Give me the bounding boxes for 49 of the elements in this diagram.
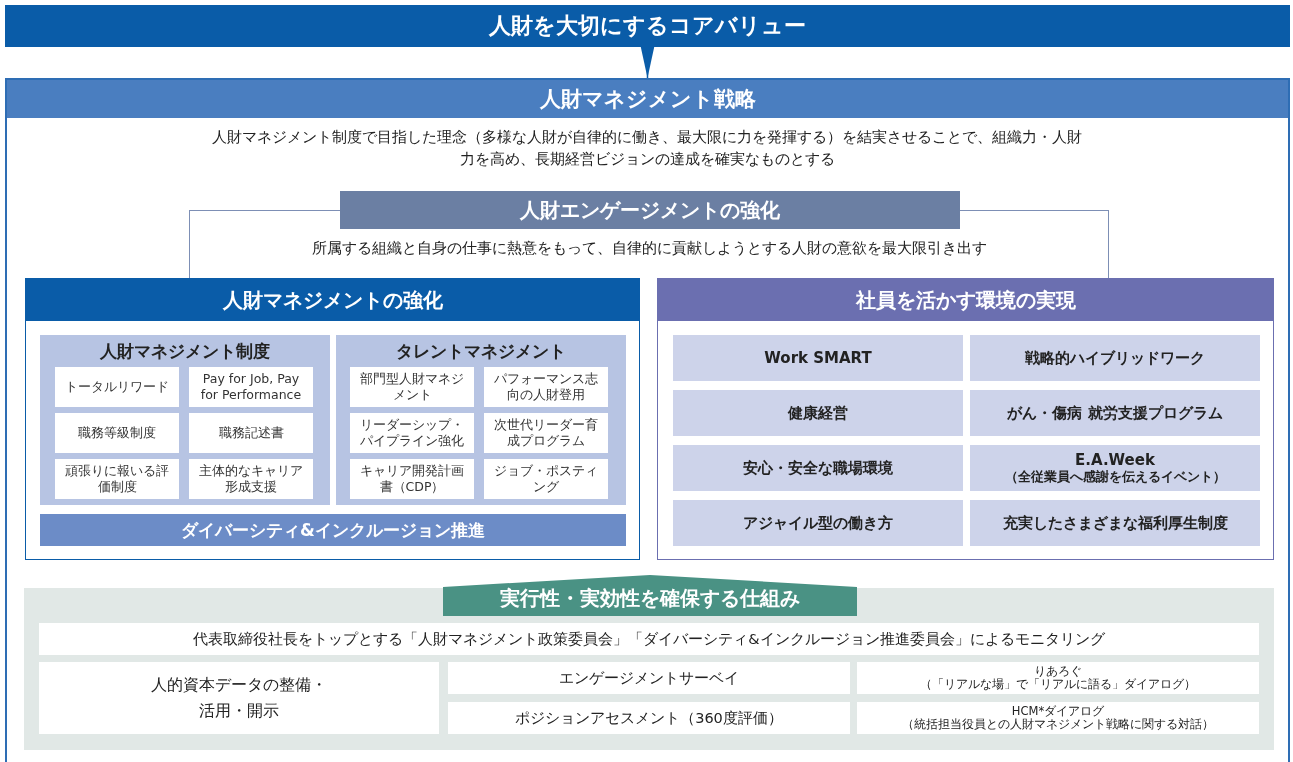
- panel-heading: 社員を活かす環境の実現: [658, 279, 1273, 321]
- item-card: ジョブ・ポスティング: [484, 459, 608, 499]
- card-subtitle: （全従業員へ感謝を伝えるイベント）: [1004, 468, 1226, 486]
- card-title: りあろぐ: [1034, 665, 1082, 678]
- management-panel: [25, 278, 640, 560]
- item-card: 部門型人財マネジメント: [350, 367, 474, 407]
- initiative-card: 安心・安全な職場環境: [673, 445, 963, 491]
- item-card: 頑張りに報いる評価制度: [55, 459, 179, 499]
- item-card: 職務等級制度: [55, 413, 179, 453]
- mechanism-card: エンゲージメントサーベイ: [448, 662, 850, 694]
- mechanism-card: 人的資本データの整備・活用・開示: [39, 662, 439, 734]
- mechanism-panel: [24, 575, 1274, 750]
- initiative-card: Work SMART: [673, 335, 963, 381]
- panel-heading: 人財エンゲージメントの強化: [340, 191, 960, 229]
- panel-heading: 人財マネジメント制度: [99, 340, 271, 363]
- initiative-card: 戦略的ハイブリッドワーク: [970, 335, 1260, 381]
- item-card: トータルリワード: [55, 367, 179, 407]
- panel-heading: 人財マネジメントの強化: [26, 279, 639, 321]
- item-card: パフォーマンス志向の人財登用: [484, 367, 608, 407]
- card-title: HCM*ダイアログ: [1011, 705, 1105, 718]
- card-title: E.A.Week: [1075, 450, 1155, 469]
- item-card: 主体的なキャリア形成支援: [189, 459, 313, 499]
- item-card: キャリア開発計画書（CDP）: [350, 459, 474, 499]
- panel-heading: 実行性・実効性を確保する仕組み: [443, 575, 857, 616]
- mechanism-card: 代表取締役社長をトップとする「人財マネジメント政策委員会」「ダイバーシティ&インクルージョン推進委員会」によるモニタリング: [39, 623, 1259, 655]
- card-subtitle: （「リアルな場」で「リアルに語る」ダイアログ）: [920, 678, 1196, 691]
- initiative-card: アジャイル型の働き方: [673, 500, 963, 546]
- item-card: 職務記述書: [189, 413, 313, 453]
- category-panel: [40, 335, 330, 505]
- category-panel: [336, 335, 626, 505]
- description-text: 所属する組織と自身の仕事に熱意をもって、自律的に貢献しようとする人財の意欲を最大限引き出す: [310, 239, 988, 258]
- mechanism-card: ポジションアセスメント（360度評価）: [448, 702, 850, 734]
- item-card: 次世代リーダー育成プログラム: [484, 413, 608, 453]
- initiative-card: 健康経営: [673, 390, 963, 436]
- panel-heading: 人財マネジメント戦略: [7, 80, 1288, 118]
- environment-panel: [657, 278, 1274, 560]
- mechanism-card: [857, 662, 1259, 694]
- initiative-card: がん・傷病 就労支援プログラム: [970, 390, 1260, 436]
- mechanism-card: [857, 702, 1259, 734]
- initiative-card: [970, 445, 1260, 491]
- panel-heading: タレントマネジメント: [395, 340, 567, 363]
- description-text: 人財マネジメント制度で目指した理念（多様な人財が自律的に働き、最大限に力を発揮する）を結実させることで、組織力・人財力を高め、長期経営ビジョンの達成を確実なものとする: [211, 128, 1083, 169]
- item-card: Pay for Job, Pay for Performance: [189, 367, 313, 407]
- item-card: リーダーシップ・パイプライン強化: [350, 413, 474, 453]
- inclusion-bar: ダイバーシティ&インクルージョン推進: [40, 514, 626, 546]
- initiative-card: 充実したさまざまな福利厚生制度: [970, 500, 1260, 546]
- core-value-banner: 人財を大切にするコアバリュー: [5, 5, 1290, 47]
- strategy-panel: [5, 78, 1290, 762]
- card-subtitle: （統括担当役員との人財マネジメント戦略に関する対話）: [902, 718, 1214, 731]
